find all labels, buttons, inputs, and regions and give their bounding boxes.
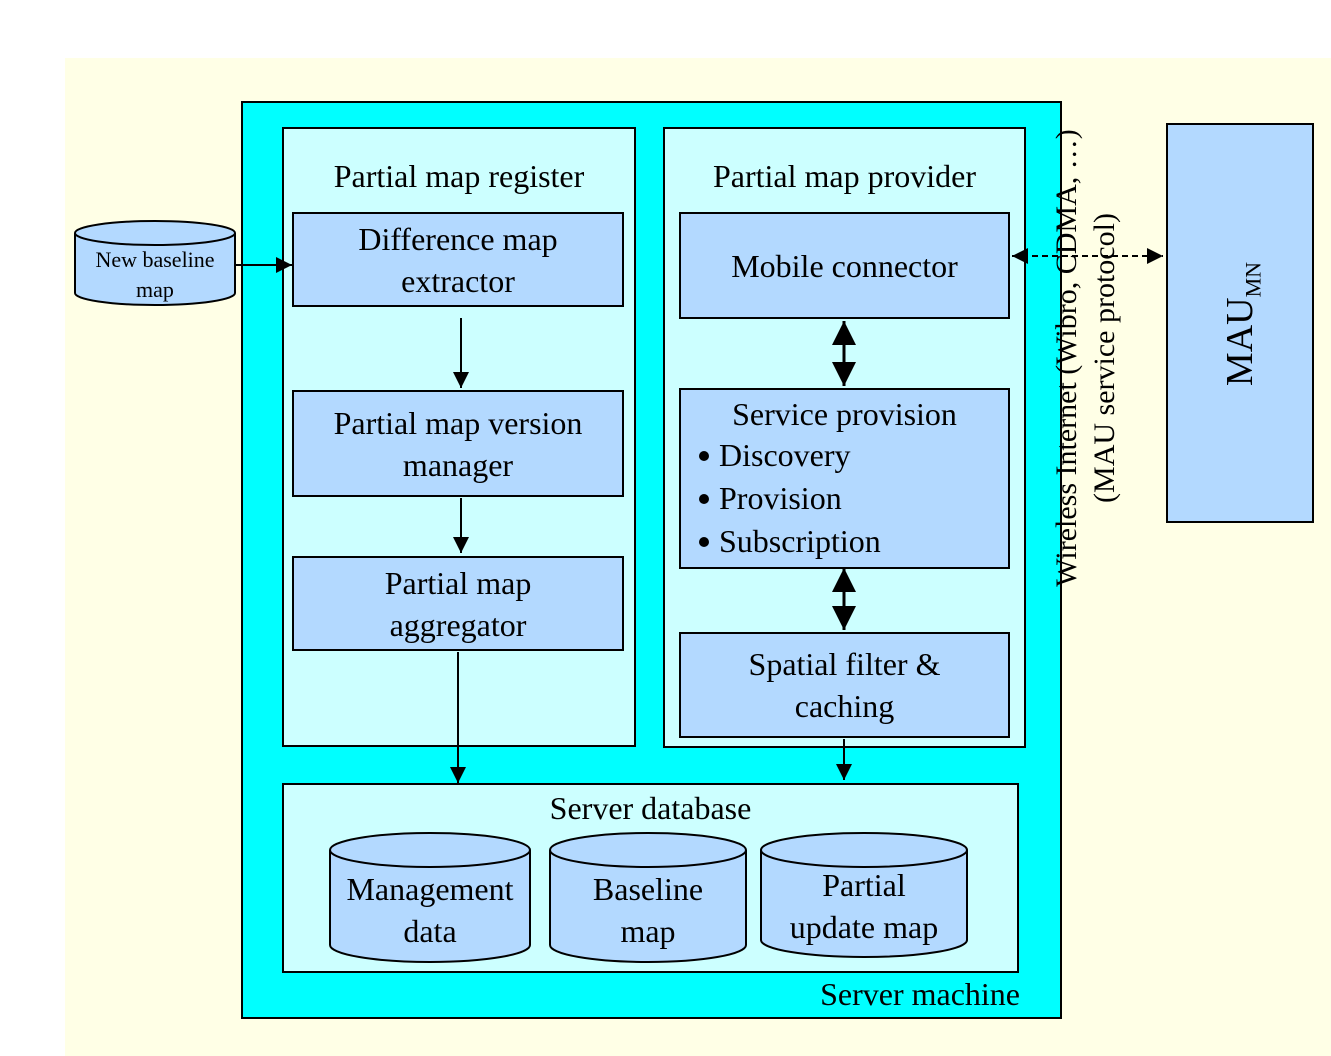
bullet-icon <box>699 536 709 547</box>
list-item: Provision <box>693 477 881 520</box>
baseline-map-label: Baseline map <box>592 871 704 949</box>
difference-map-extractor: Difference map extractor <box>292 212 624 307</box>
service-provision: Service provision Discovery Provision Su… <box>679 388 1010 569</box>
bullet-icon <box>699 493 709 504</box>
list-item: Subscription <box>693 520 881 563</box>
partial-map-provider-title: Partial map provider <box>712 158 977 194</box>
new-baseline-map-label: New baseline map <box>95 247 215 302</box>
aggregator-line2: aggregator <box>389 606 527 643</box>
management-data-label: Management data <box>346 871 514 949</box>
partial-map-aggregator: Partial map aggregator <box>292 556 624 651</box>
spatial-filter-caching: Spatial filter & caching <box>679 632 1010 738</box>
partial-update-map-cylinder <box>760 832 968 958</box>
spatial-filter-line1: Spatial filter & <box>748 646 941 682</box>
bullet-icon <box>699 450 709 461</box>
mobile-connector: Mobile connector <box>679 212 1010 319</box>
server-machine-label: Server machine <box>820 976 1020 1012</box>
difference-map-extractor-line1: Difference map <box>358 220 558 257</box>
service-provision-title: Service provision <box>732 396 957 432</box>
service-provision-list: Discovery Provision Subscription <box>693 434 881 563</box>
list-item: Discovery <box>693 434 881 477</box>
aggregator-line1: Partial map <box>384 564 532 601</box>
spatial-filter-line2: caching <box>794 688 895 724</box>
partial-map-register-title: Partial map register <box>333 158 585 194</box>
mau-mn-box <box>1166 123 1314 523</box>
mobile-connector-label: Mobile connector <box>731 247 958 284</box>
management-data-cylinder <box>329 832 531 963</box>
version-manager-line2: manager <box>402 446 514 483</box>
baseline-map-cylinder <box>549 832 747 963</box>
server-database-title: Server database <box>549 790 752 826</box>
version-manager-line1: Partial map version <box>333 404 583 441</box>
difference-map-extractor-line2: extractor <box>401 262 515 299</box>
partial-map-version-manager: Partial map version manager <box>292 390 624 497</box>
new-baseline-map-cylinder <box>74 220 236 306</box>
partial-update-map-label: Partial update map <box>789 867 939 945</box>
